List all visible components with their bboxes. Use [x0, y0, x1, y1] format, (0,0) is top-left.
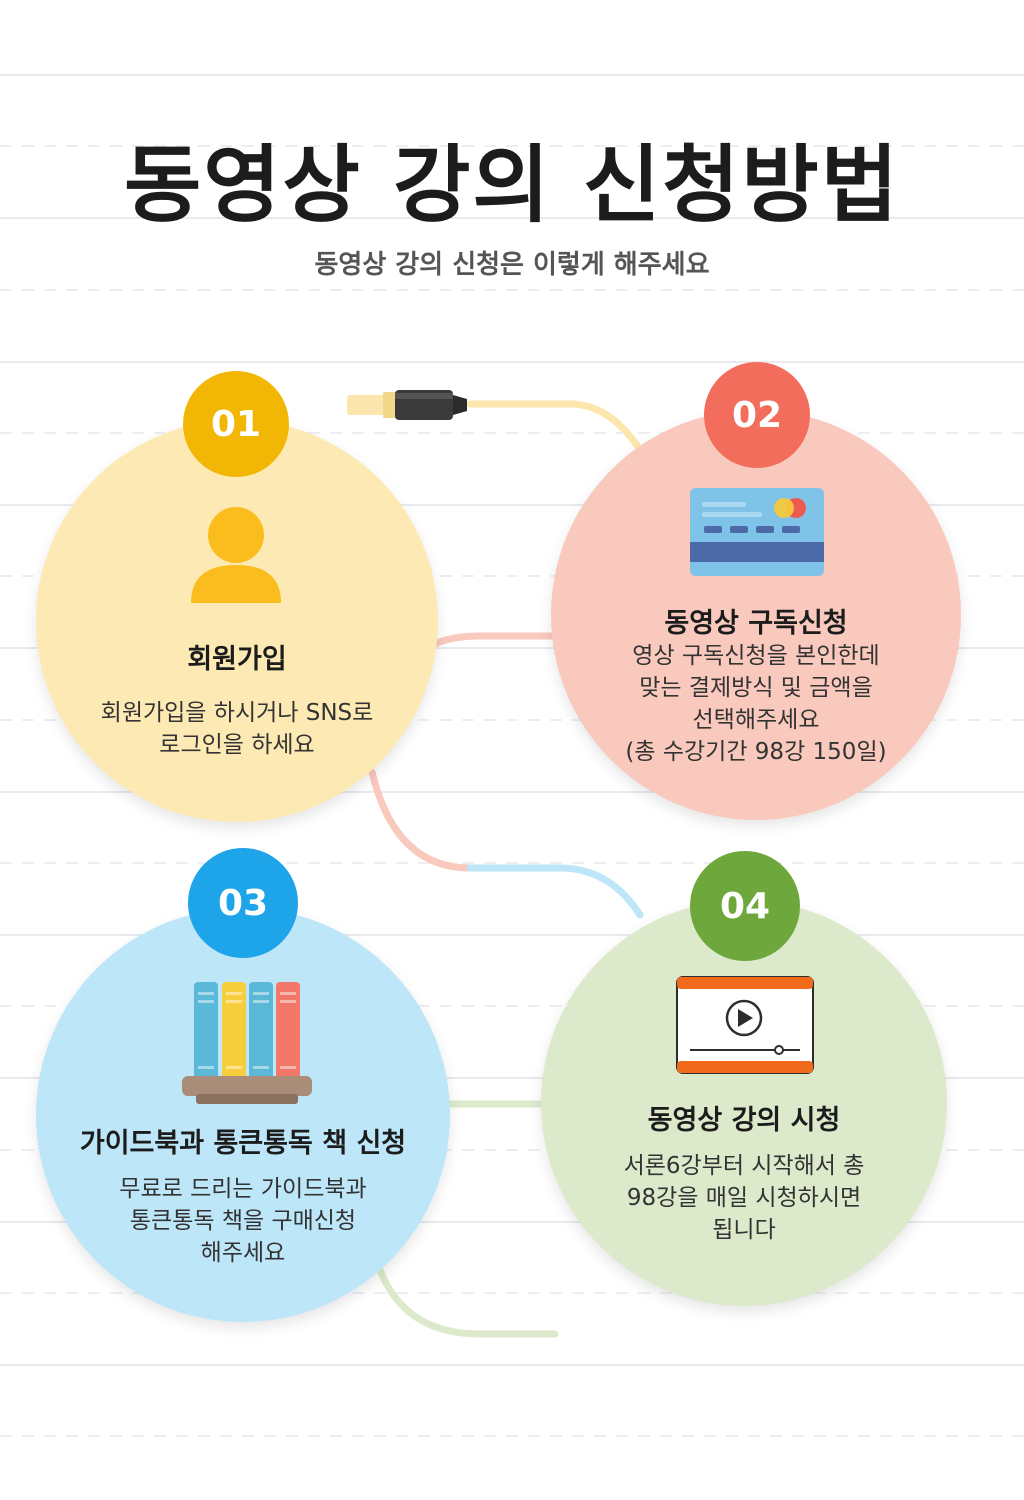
step-1-line-2: 로그인을 하세요 [159, 732, 315, 758]
step-3-badge: 03 [188, 848, 298, 958]
step-2-badge: 02 [704, 362, 810, 468]
step-3-description: 무료로 드리는 가이드북과 통큰통독 책을 구매신청 해주세요 [36, 1173, 450, 1269]
step-4-line-1: 서론6강부터 시작해서 총 [623, 1153, 865, 1179]
credit-card-icon [690, 488, 824, 576]
step-4-heading: 동영상 강의 시청 [647, 1105, 841, 1136]
step-2-line-1: 영상 구독신청을 본인한데 [632, 643, 880, 669]
books-icon [182, 982, 312, 1104]
step-2-description: 영상 구독신청을 본인한데 맞는 결제방식 및 금액을 선택해주세요 (총 수강… [551, 640, 961, 768]
page-title: 동영상 강의 신청방법 [123, 136, 900, 234]
step-4-line-3: 됩니다 [712, 1217, 776, 1243]
page-subtitle: 동영상 강의 신청은 이렇게 해주세요 [314, 250, 710, 280]
step-1-card [36, 420, 438, 822]
step-2-heading: 동영상 구독신청 [664, 608, 848, 639]
user-icon [191, 507, 281, 603]
step-2-card [551, 410, 961, 820]
step-1-badge: 01 [183, 371, 289, 477]
step-4-line-2: 98강을 매일 시청하시면 [626, 1185, 862, 1211]
step-2-line-3: 선택해주세요 [692, 707, 820, 733]
step-3-line-3: 해주세요 [200, 1240, 286, 1266]
step-3-card [36, 908, 450, 1322]
step-2-line-4: (총 수강기간 98강 150일) [625, 739, 887, 765]
step-3-heading: 가이드북과 통큰통독 책 신청 [79, 1128, 407, 1159]
step-4-badge: 04 [690, 851, 800, 961]
video-player-icon [676, 976, 814, 1074]
step-1-description: 회원가입을 하시거나 SNS로 로그인을 하세요 [36, 697, 438, 761]
highlighter-marker-icon [347, 390, 467, 420]
step-4-description: 서론6강부터 시작해서 총 98강을 매일 시청하시면 됩니다 [541, 1150, 947, 1246]
step-4-card [541, 900, 947, 1306]
step-3-line-2: 통큰통독 책을 구매신청 [129, 1208, 357, 1234]
step-1-heading: 회원가입 [187, 644, 287, 675]
step-1-line-1: 회원가입을 하시거나 SNS로 [100, 700, 374, 726]
step-3-line-1: 무료로 드리는 가이드북과 [119, 1176, 367, 1202]
step-2-line-2: 맞는 결제방식 및 금액을 [639, 675, 873, 701]
